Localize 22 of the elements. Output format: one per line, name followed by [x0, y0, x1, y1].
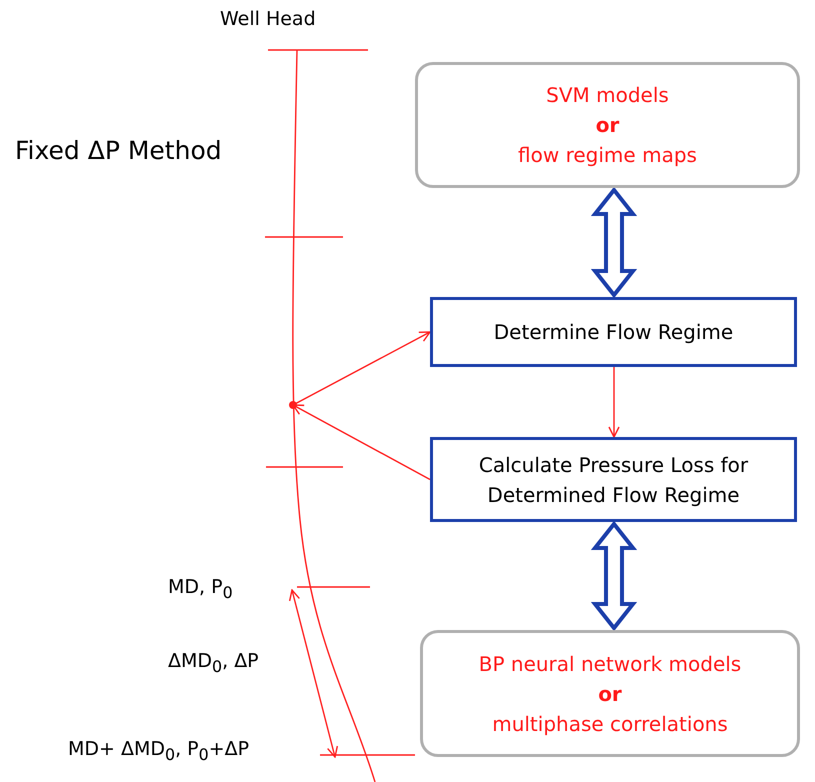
process-box	[430, 297, 797, 367]
box-text: Calculate Pressure Loss for Determined Flow Regime	[478, 452, 750, 508]
connective-word: or	[596, 112, 620, 139]
connective-word: or	[598, 680, 622, 708]
model-box	[415, 62, 800, 188]
box-text: flow regime maps	[518, 142, 697, 169]
method-title: Fixed ΔP Method	[15, 136, 222, 165]
increment-label: ΔMD$_{0}$, ΔP	[168, 650, 259, 676]
depth-pressure-label: MD+ ΔMD$_{0}$, P$_{0}$+ΔP	[68, 738, 250, 764]
double-arrow	[590, 186, 638, 298]
box-text: BP neural network models	[478, 650, 742, 678]
double-arrow	[590, 520, 638, 632]
process-box	[430, 437, 797, 522]
junction-dot	[289, 401, 297, 409]
model-box	[420, 630, 800, 757]
box-text: multiphase correlations	[492, 710, 728, 738]
box-text: Determine Flow Regime	[494, 319, 734, 346]
well-head-label: Well Head	[220, 8, 316, 30]
depth-pressure-label: MD, P$_{0}$	[168, 576, 233, 602]
arrow	[292, 404, 430, 480]
arrow	[608, 367, 620, 438]
box-text: SVM models	[546, 82, 669, 109]
